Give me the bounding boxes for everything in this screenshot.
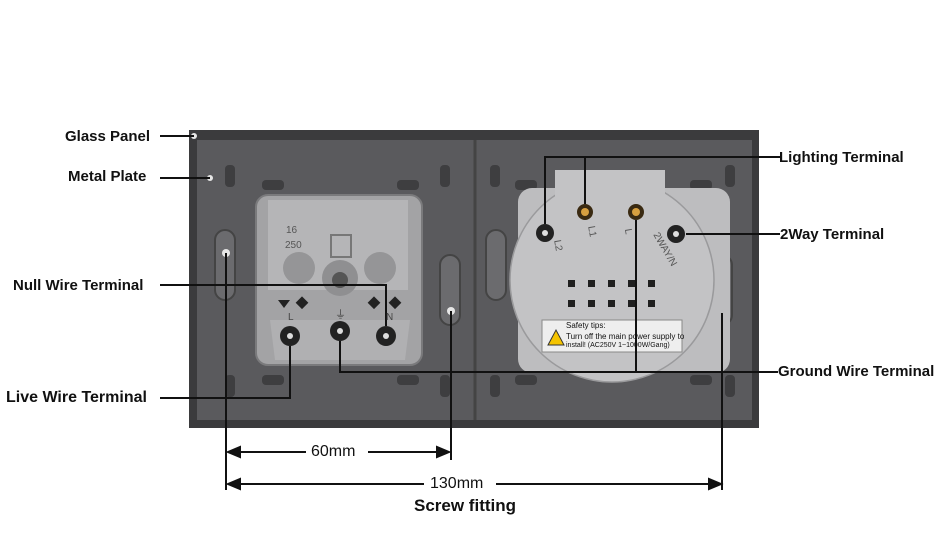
label-live-wire: Live Wire Terminal	[6, 389, 147, 406]
safety-line2: install! (AC250V 1~1000W/Gang)	[566, 342, 670, 349]
label-two-way: 2Way Terminal	[780, 226, 885, 243]
label-glass-panel: Glass Panel	[65, 128, 151, 145]
label-lighting: Lighting Terminal	[779, 149, 904, 166]
label-null-wire: Null Wire Terminal	[13, 277, 144, 294]
mounting-slot-mid2	[485, 229, 507, 301]
socket-mark-ground: ⏚	[335, 309, 346, 321]
dimension-130mm: 130mm	[430, 475, 484, 492]
switch-mark-l2: L2	[551, 239, 564, 252]
socket-rating-top: 16	[286, 225, 298, 236]
switch-module	[509, 170, 730, 383]
caption-screw-fitting: Screw fitting	[414, 496, 517, 515]
label-ground-wire: Ground Wire Terminal	[778, 363, 935, 380]
socket-rating-bottom: 250	[285, 240, 302, 251]
safety-line1: Turn off the main power supply to	[566, 332, 685, 341]
safety-title: Safety tips:	[566, 321, 606, 330]
dimension-60mm: 60mm	[311, 443, 356, 460]
socket-mark-null: N	[386, 312, 394, 323]
socket-mark-live: L	[288, 312, 294, 323]
switch-mark-l1: L1	[585, 225, 598, 238]
label-metal-plate: Metal Plate	[68, 168, 147, 185]
